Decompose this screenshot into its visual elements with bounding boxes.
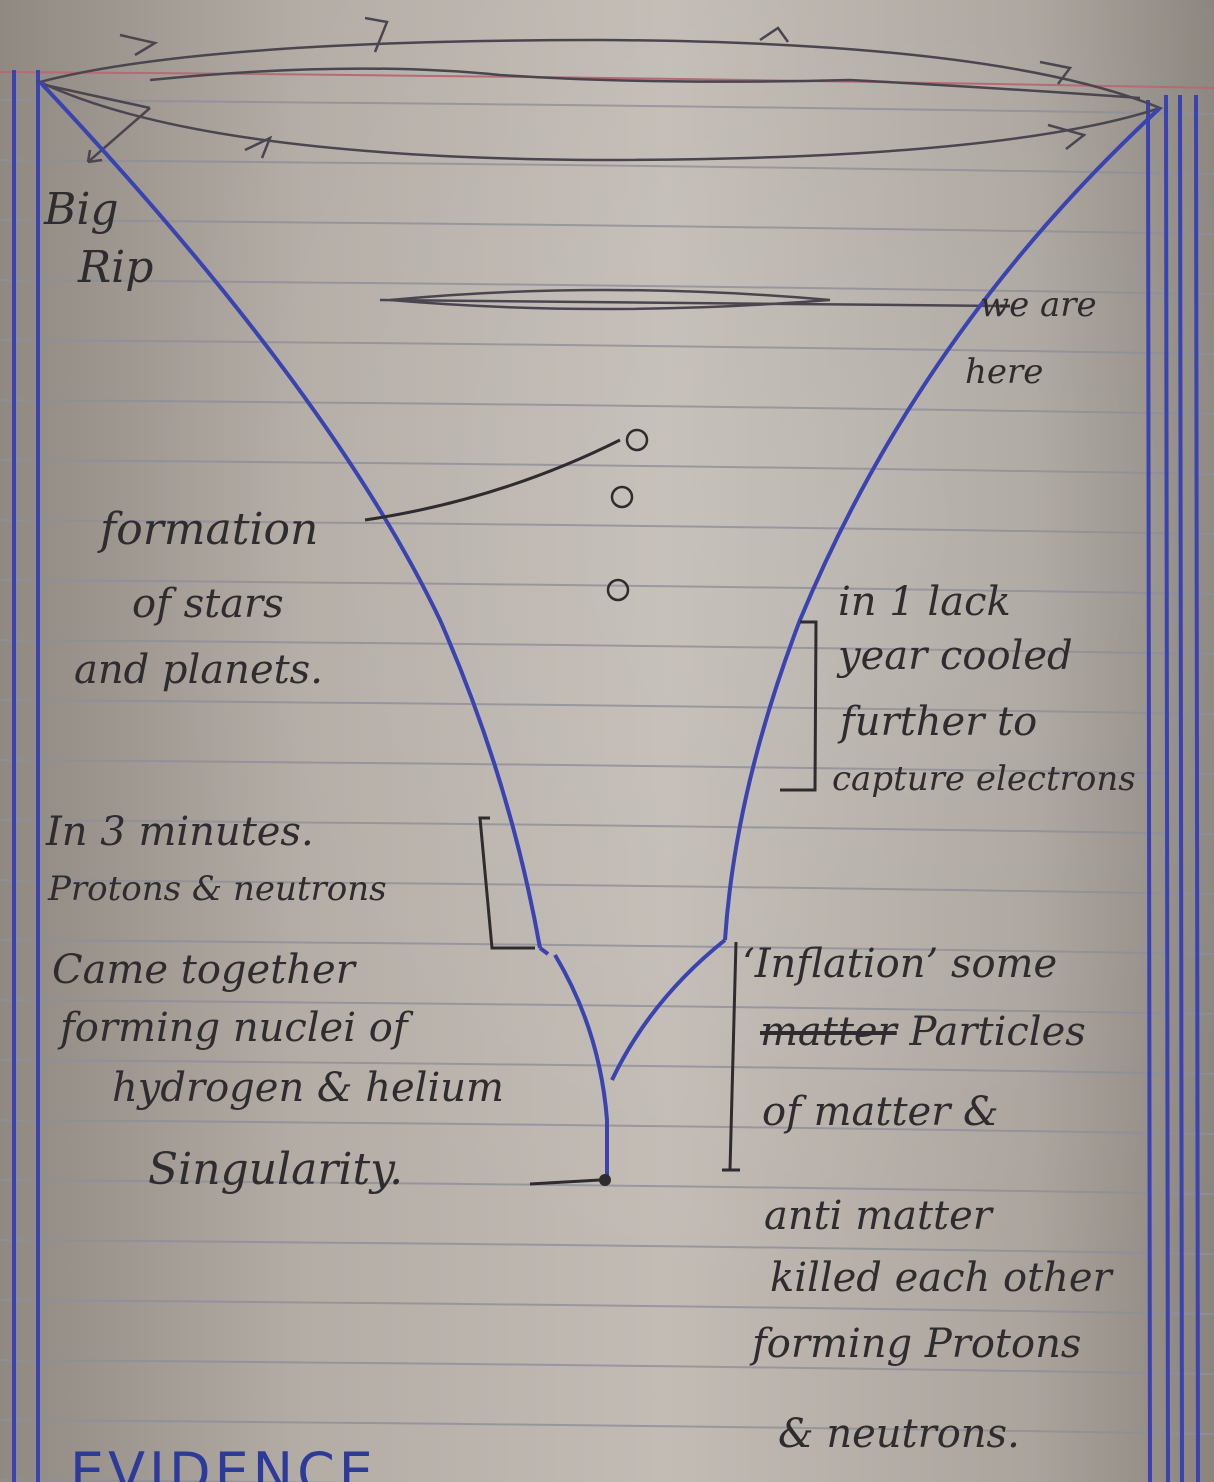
formation-line1: formation: [100, 504, 319, 555]
ruled-line: [0, 159, 1214, 175]
ruled-line: [0, 1059, 1214, 1075]
formation-line2: of stars: [132, 581, 284, 627]
formation-line3: and planets.: [74, 647, 323, 693]
ruled-line: [0, 879, 1214, 895]
minutes-line2: Protons & neutrons: [48, 869, 387, 909]
ruled-line: [0, 1119, 1214, 1135]
inflation-line6: forming Protons: [752, 1321, 1082, 1367]
ruled-line: [0, 1299, 1214, 1315]
top-margin-line: [0, 71, 1214, 89]
inflation-line1: ‘Inflation’ some: [742, 941, 1058, 987]
inflation-line3: of matter &: [762, 1089, 999, 1135]
inflation-line2-word: Particles: [909, 1009, 1086, 1055]
inflation-line7: & neutrons.: [778, 1411, 1020, 1457]
singularity-label: Singularity.: [148, 1144, 404, 1195]
ruled-line: [0, 99, 1214, 115]
ruled-line: [0, 939, 1214, 955]
evidence-heading: EVIDENCE: [70, 1441, 377, 1482]
ruled-line: [0, 639, 1214, 655]
big-rip-label-line1: Big: [44, 184, 119, 235]
ruled-line: [0, 399, 1214, 415]
we-are-here-line1: we are: [980, 285, 1097, 325]
lakh-line1: in 1 lack: [838, 579, 1011, 625]
minutes-line5: hydrogen & helium: [112, 1065, 504, 1111]
ruled-line: [0, 1479, 368, 1482]
lakh-line4: capture electrons: [832, 759, 1136, 799]
ruled-line: [0, 819, 1214, 835]
lakh-line3: further to: [840, 699, 1038, 745]
big-rip-label-line2: Rip: [78, 242, 154, 293]
we-are-here-line2: here: [965, 352, 1044, 392]
ruled-line: [0, 279, 1214, 295]
ruled-line: [0, 759, 1214, 775]
ruled-line: [0, 459, 1214, 475]
universe-rim: [36, 16, 1164, 311]
ruled-line: [0, 1359, 1214, 1375]
struck-word: matter: [760, 1009, 897, 1055]
ruled-line: [0, 1419, 1214, 1435]
minutes-line4: forming nuclei of: [60, 1005, 408, 1051]
stage-circles: [606, 428, 649, 602]
inflation-line4: anti matter: [764, 1193, 992, 1239]
expansion-funnel: [38, 80, 1162, 1178]
ruled-line: [0, 339, 1214, 355]
ruled-line: [0, 219, 1214, 235]
inflation-line2: matter Particles: [760, 1012, 1086, 1052]
ruled-line: [0, 579, 1214, 595]
brackets: [364, 304, 1010, 1186]
ruled-line: [0, 999, 1214, 1015]
page-borders: [12, 70, 1200, 1482]
minutes-line1: In 3 minutes.: [46, 809, 314, 855]
minutes-line3: Came together: [52, 947, 355, 993]
singularity-dot: [599, 1174, 611, 1186]
lakh-line2: year cooled: [838, 633, 1073, 679]
ruled-line: [0, 519, 1214, 535]
ruled-line: [0, 699, 1214, 715]
ruled-line: [0, 1239, 1214, 1255]
inflation-line5: killed each other: [770, 1255, 1112, 1301]
ruled-lines: [0, 99, 1214, 1482]
